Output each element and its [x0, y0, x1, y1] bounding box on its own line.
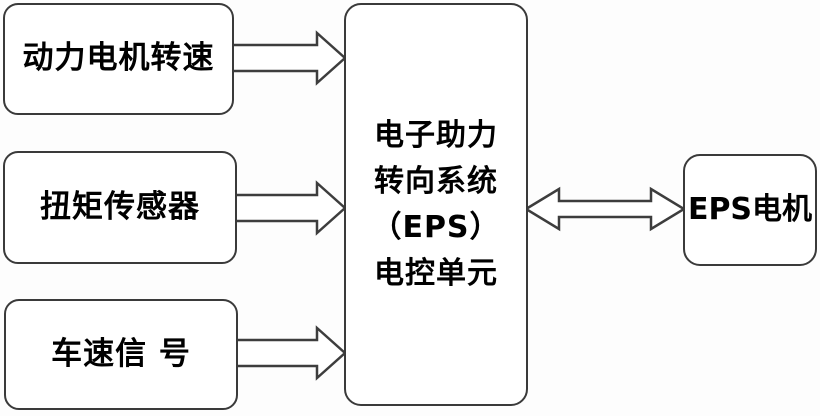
ecu-label-line-2: 转向系统 [374, 163, 498, 199]
node-motor-speed-label: 动力电机转速 [22, 40, 215, 77]
ecu-label-line-4: 电控单元 [374, 255, 498, 291]
arrow-torque-to-ecu-icon [236, 180, 347, 236]
node-eps-motor-label: EPS电机 [687, 192, 813, 227]
node-eps-motor: EPS电机 [683, 154, 817, 266]
node-torque-sensor-label: 扭矩传感器 [40, 188, 200, 225]
ecu-label-line-3: （EPS） [371, 209, 501, 245]
arrow-ecu-eps-motor-double-icon [523, 186, 687, 232]
arrow-speed-to-ecu-icon [238, 325, 347, 381]
node-eps-ecu-label: 电子助力 转向系统 （EPS） 电控单元 [371, 113, 500, 297]
ecu-label-line-1: 电子助力 [374, 117, 498, 153]
node-torque-sensor: 扭矩传感器 [3, 151, 237, 264]
node-eps-ecu: 电子助力 转向系统 （EPS） 电控单元 [344, 3, 528, 406]
arrow-motor-speed-to-ecu-icon [233, 30, 347, 86]
node-vehicle-speed: 车速信 号 [4, 299, 238, 410]
node-vehicle-speed-label: 车速信 号 [51, 335, 191, 372]
node-motor-speed: 动力电机转速 [3, 3, 234, 115]
